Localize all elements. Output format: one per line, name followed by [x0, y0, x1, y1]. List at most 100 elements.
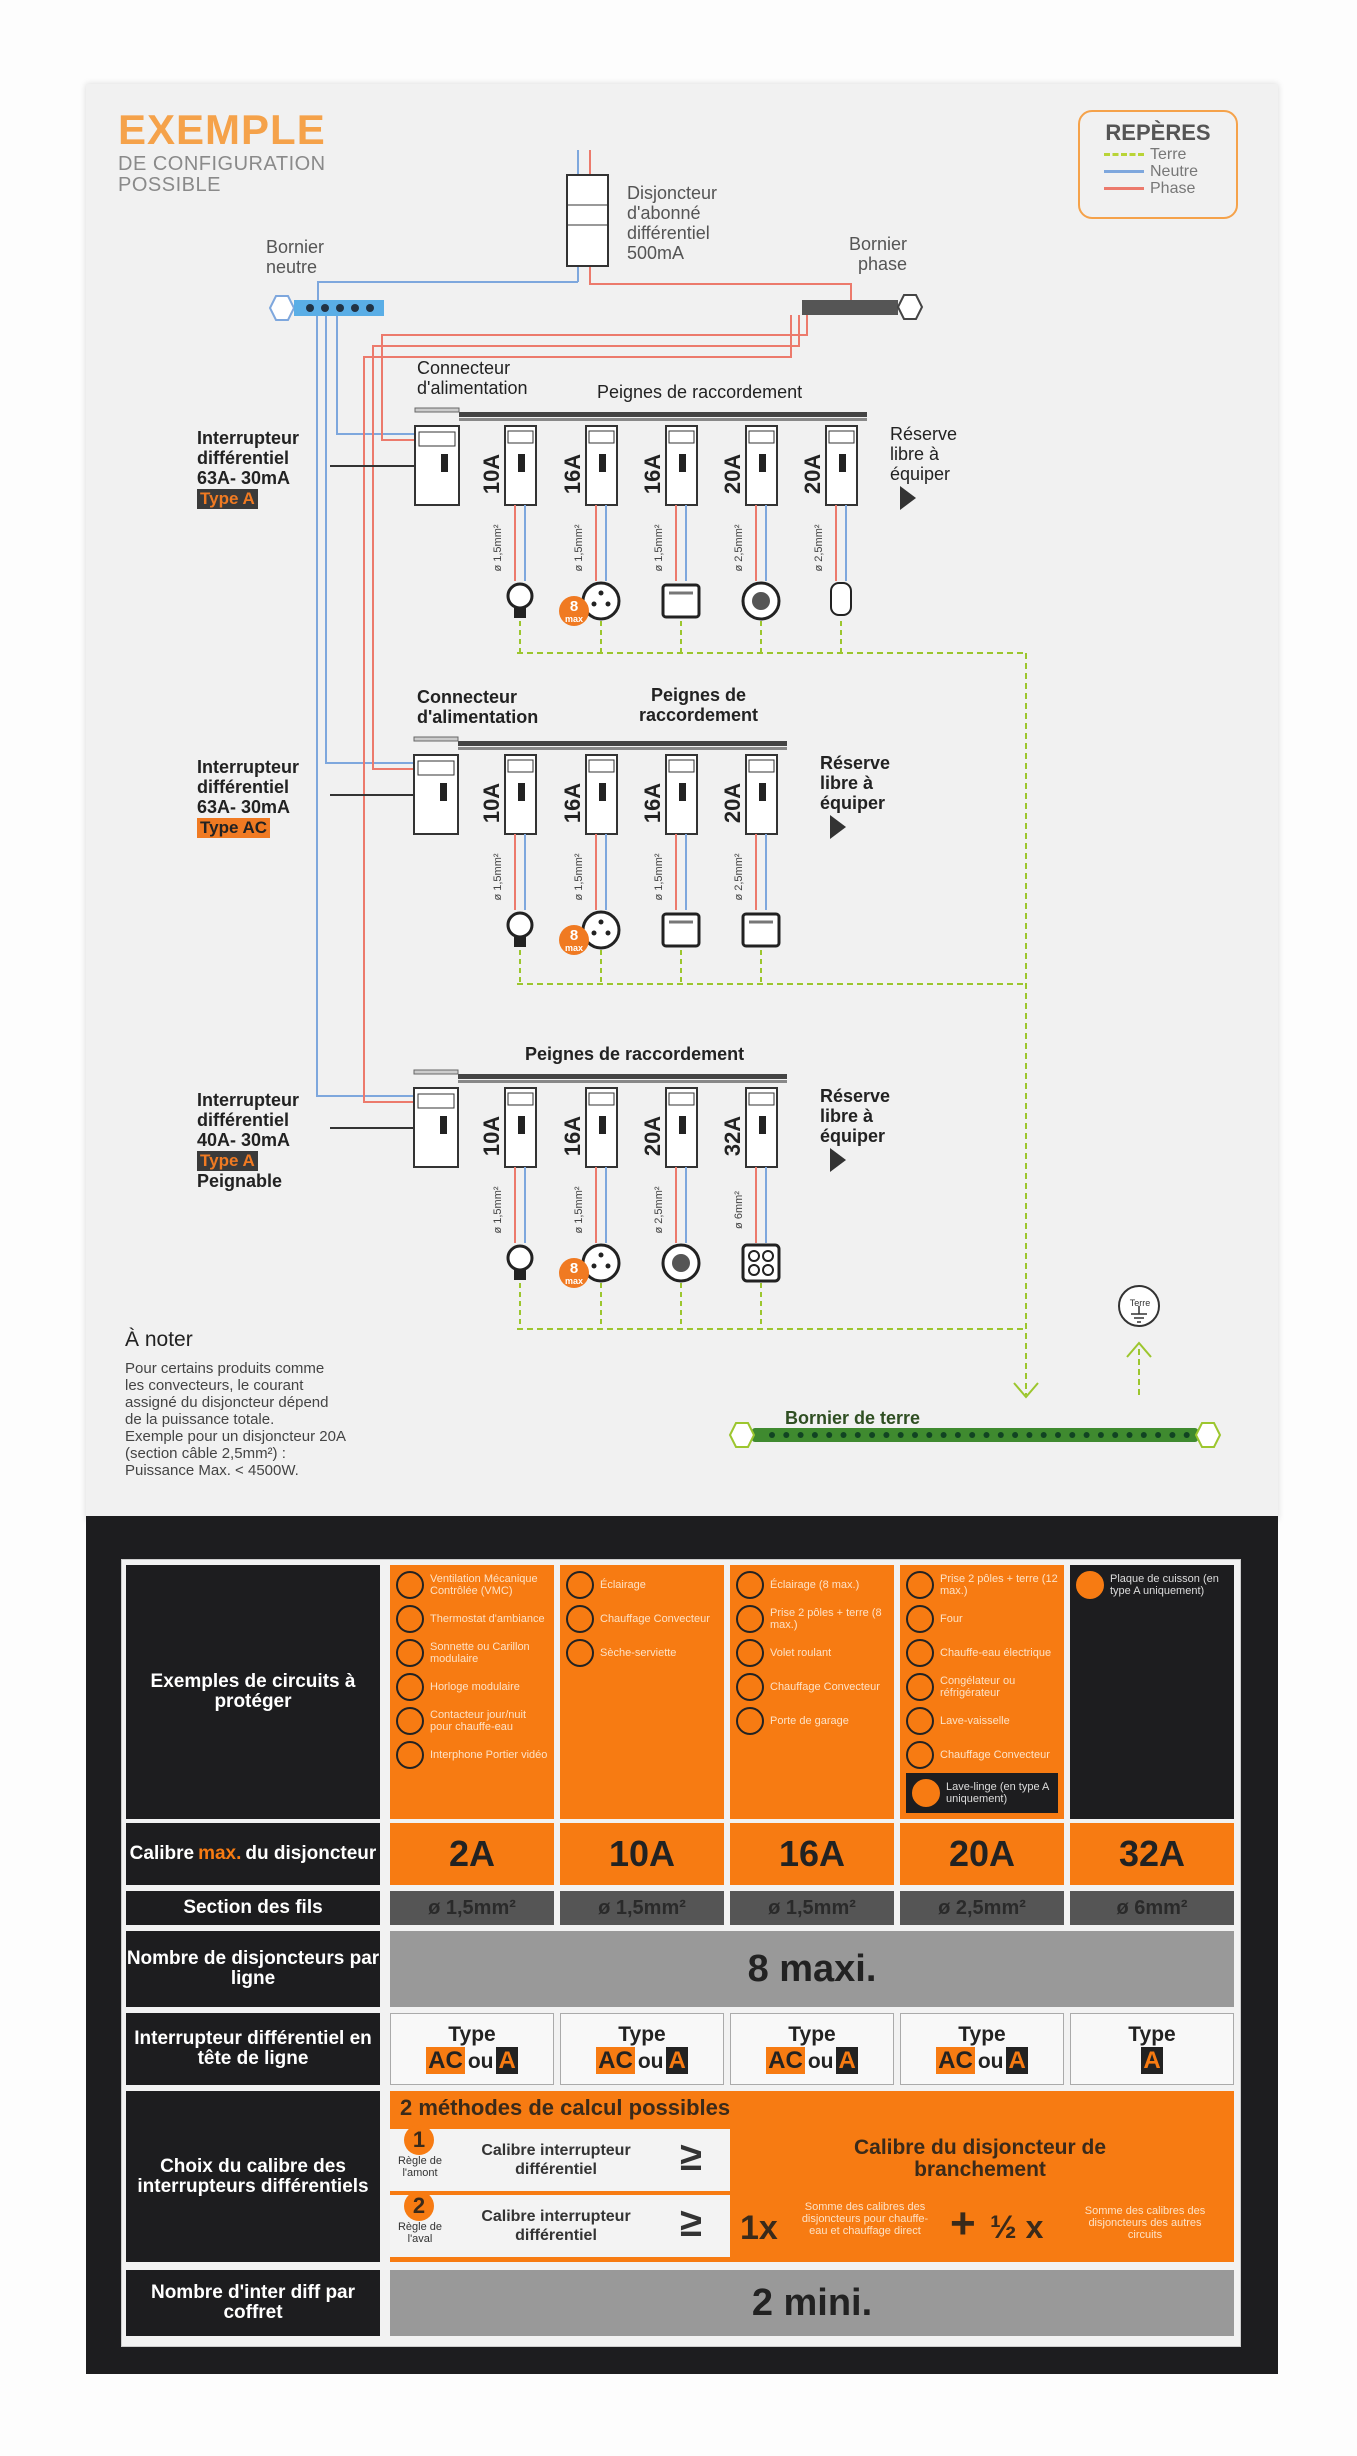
- legend-swatch: [1104, 187, 1144, 190]
- example-item: Sonnette ou Carillon modulaire: [396, 1639, 548, 1667]
- type-option-ac: AC: [766, 2047, 805, 2074]
- wire-section: ø 2,5mm²: [813, 524, 825, 571]
- example-item: Lave-linge (en type A uniquement): [912, 1779, 1052, 1807]
- main-breaker-icon: [566, 174, 609, 267]
- legend-label: Phase: [1150, 180, 1196, 197]
- note-title: À noter: [125, 1328, 193, 1351]
- wire-section: ø 1,5mm²: [573, 1186, 585, 1233]
- example-text: Contacteur jour/nuit pour chauffe-eau: [430, 1709, 526, 1733]
- rolling-shutter-icon: [661, 583, 701, 619]
- bornier-hole: [1126, 1432, 1133, 1438]
- example-item: Prise 2 pôles + terre (8 max.): [736, 1605, 888, 1633]
- example-text: Sonnette ou Carillon modulaire: [430, 1641, 530, 1665]
- max-badge-text: max: [565, 943, 583, 953]
- phase-feeder: [363, 315, 792, 1103]
- bornier-hole: [1026, 1432, 1033, 1438]
- differential-breaker-icon: [413, 1087, 459, 1168]
- breaker-top: [748, 759, 775, 773]
- example-item: Congélateur ou réfrigérateur: [906, 1673, 1058, 1701]
- rule-name: Règle de l'aval: [397, 2221, 443, 2245]
- rolling-shutter-icon: [736, 1639, 764, 1667]
- breaker-rating: 20A: [720, 454, 745, 494]
- max-badge: [559, 1258, 589, 1288]
- bornier-hole: [1183, 1432, 1190, 1438]
- example-text: Prise 2 pôles + terre (8 max.): [770, 1607, 882, 1631]
- label-line: Réserve: [820, 1086, 891, 1106]
- row-label-interrupteur: Interrupteur différentiel en tête de lig…: [126, 2013, 380, 2085]
- example-text: Éclairage: [600, 1579, 646, 1591]
- legend-swatch: [1104, 153, 1144, 156]
- breaker-rating: 20A: [640, 1116, 665, 1156]
- comb-bar: [458, 741, 787, 746]
- oven-icon: [741, 912, 781, 948]
- ground-icon: [1131, 1306, 1147, 1323]
- breaker-top: [588, 430, 615, 444]
- oven-icon: [906, 1605, 934, 1633]
- socket-pin: [605, 930, 611, 936]
- appliance-drum: [752, 592, 770, 610]
- breaker-handle: [839, 454, 846, 472]
- example-text: Interphone Portier vidéo: [430, 1749, 548, 1761]
- type-option-a: A: [836, 2047, 858, 2074]
- cooktop-body: [741, 1243, 781, 1283]
- type-badge: Type A: [197, 489, 258, 509]
- convector-icon: [566, 1605, 594, 1633]
- bornier-hole: [351, 304, 359, 312]
- day-night-icon: [396, 1707, 424, 1735]
- label-line: Interrupteur: [197, 1090, 300, 1110]
- label-line: 500mA: [627, 243, 685, 263]
- section-value: ø 1,5mm²: [730, 1891, 894, 1925]
- bornier-hole: [1155, 1432, 1162, 1438]
- dishwasher-icon: [661, 1243, 701, 1283]
- row-label-calibre: Calibre max. du disjoncteur: [126, 1823, 380, 1885]
- bornier-hole: [811, 1432, 818, 1438]
- comb-bar: [459, 412, 867, 417]
- example-text: Chauffage Convecteur: [770, 1681, 880, 1693]
- burner: [748, 1250, 760, 1262]
- bornier-hole: [306, 304, 314, 312]
- breaker-top: [507, 430, 534, 444]
- bornier-hole: [321, 304, 329, 312]
- max-badge-number: 8: [570, 927, 578, 944]
- dark-examples: Lave-linge (en type A uniquement): [906, 1773, 1058, 1813]
- appliance-body: [661, 912, 701, 948]
- rule-name: Règle de l'amont: [397, 2155, 443, 2179]
- bornier-hole: [1055, 1432, 1061, 1438]
- legend-label: Terre: [1150, 146, 1187, 163]
- label-line: équiper: [820, 1126, 886, 1146]
- wire-section: ø 1,5mm²: [492, 1186, 504, 1233]
- bornier-terre-end: [728, 1422, 756, 1448]
- example-item: Contacteur jour/nuit pour chauffe-eau: [396, 1707, 548, 1735]
- power-connector: [413, 736, 459, 742]
- light-bulb-icon: [506, 911, 534, 947]
- bornier-hole: [336, 304, 344, 312]
- legend-item-terre: Terre: [1104, 146, 1224, 163]
- socket-pin: [598, 1252, 604, 1258]
- bornier-hole: [1069, 1432, 1076, 1438]
- breaker-rating: 16A: [560, 783, 585, 823]
- fan-icon: [396, 1571, 424, 1599]
- earth-arrow-icon: [1013, 1382, 1039, 1399]
- type-options: A: [1141, 2047, 1163, 2075]
- bornier-hole: [1097, 1432, 1104, 1438]
- label-line: différentiel: [197, 448, 290, 468]
- phase-feeder: [372, 315, 800, 770]
- breaker-rating: 16A: [640, 454, 665, 494]
- socket-pin: [591, 1263, 597, 1269]
- example-item: Horloge modulaire: [396, 1673, 548, 1701]
- label-line: phase: [857, 254, 908, 274]
- label-line: Peignes de: [651, 685, 747, 705]
- bornier-phase-end: [896, 294, 924, 320]
- bornier-hole: [783, 1432, 790, 1438]
- label-line: Réserve: [820, 753, 891, 773]
- socket-icon: [581, 581, 621, 621]
- example-item: Porte de garage: [736, 1707, 888, 1735]
- breaker-top: [668, 759, 695, 773]
- label-line: d'alimentation: [417, 707, 539, 727]
